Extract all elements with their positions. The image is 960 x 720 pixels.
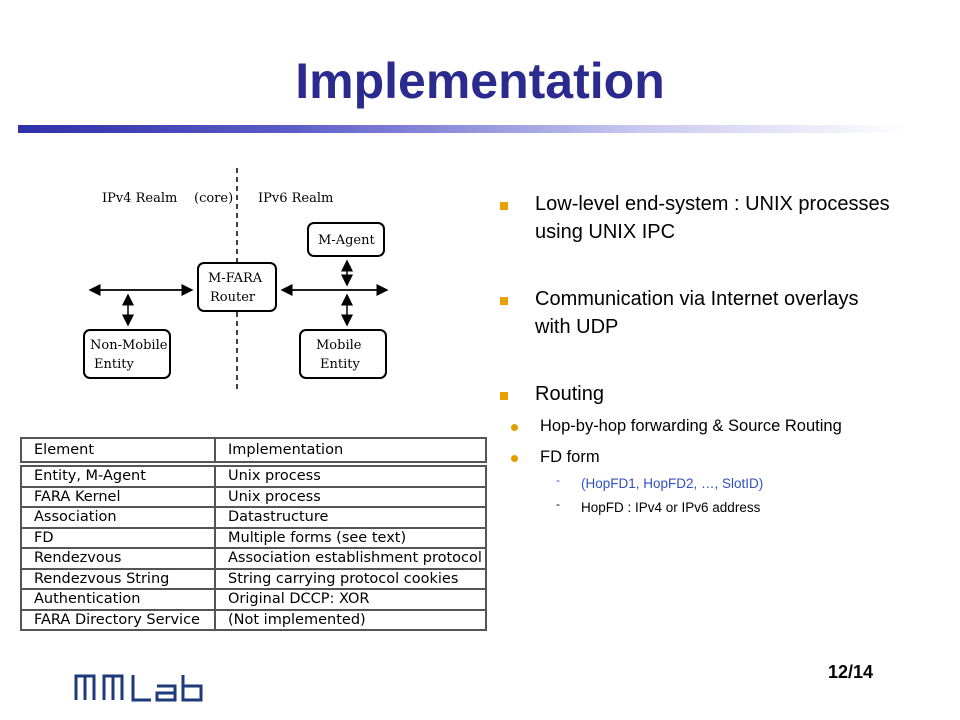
implementation-table: Element Implementation Entity, M-Agent U… (20, 437, 487, 631)
sub-bullet-item: FD form (461, 445, 898, 470)
page-number: 12/14 (828, 662, 874, 682)
sub-sub-bullet-text: (HopFD1, HopFD2, …, SlotID) (581, 476, 764, 491)
table-cell: Unix process (214, 486, 486, 508)
table-cell: Entity, M-Agent (21, 464, 215, 488)
bullet-item: Low-level end-system : UNIX processes us… (498, 190, 898, 246)
square-bullet-icon (500, 297, 508, 305)
table-cell: FARA Kernel (21, 486, 215, 508)
bullet-item: Routing (498, 380, 898, 408)
dot-bullet-icon (511, 455, 518, 462)
bullet-text: Communication via Internet overlays with… (535, 288, 859, 338)
sub-sub-bullet-text: HopFD : IPv4 or IPv6 address (581, 500, 761, 515)
table-cell: String carrying protocol cookies (214, 568, 486, 590)
mobile-label-2: Entity (320, 357, 360, 372)
table-row: Association Datastructure (21, 507, 486, 529)
table-row: Rendezvous Association establishment pro… (21, 548, 486, 570)
bullet-list: Low-level end-system : UNIX processes us… (498, 190, 898, 518)
header-element: Element (21, 438, 215, 467)
m-agent-label: M-Agent (318, 233, 375, 248)
mobile-label-1: Mobile (316, 338, 362, 353)
table-cell: Unix process (214, 464, 486, 488)
table-row: FD Multiple forms (see text) (21, 527, 486, 549)
sub-bullet-text: Hop-by-hop forwarding & Source Routing (540, 417, 842, 435)
table-cell: Datastructure (214, 507, 486, 529)
sub-bullet-text: FD form (540, 448, 600, 466)
table-cell: Authentication (21, 589, 215, 611)
square-bullet-icon (500, 202, 508, 210)
network-diagram: IPv4 Realm (core) IPv6 Realm M-Agent M-F… (83, 168, 389, 390)
mmlab-logo (74, 674, 203, 702)
table-cell: (Not implemented) (214, 609, 486, 631)
table-cell: Rendezvous String (21, 568, 215, 590)
table-cell: Rendezvous (21, 548, 215, 570)
sub-sub-bullet-item: - HopFD : IPv4 or IPv6 address (461, 497, 898, 518)
dot-bullet-icon (511, 424, 518, 431)
table-row: FARA Directory Service (Not implemented) (21, 609, 486, 631)
bullet-text: Low-level end-system : UNIX processes us… (535, 193, 890, 243)
router-box (197, 262, 277, 312)
m-agent-box (307, 222, 385, 257)
nonmobile-label-2: Entity (94, 357, 134, 372)
router-label-1: M-FARA (208, 271, 263, 286)
core-label: (core) (194, 191, 233, 206)
router-label-2: Router (210, 290, 256, 305)
table-header-row: Element Implementation (21, 438, 486, 467)
ipv4-realm-label: IPv4 Realm (102, 191, 177, 206)
square-bullet-icon (500, 392, 508, 400)
header-implementation: Implementation (214, 438, 486, 467)
dash-bullet-icon: - (556, 473, 560, 487)
table-cell: Original DCCP: XOR (214, 589, 486, 611)
ipv6-realm-label: IPv6 Realm (258, 191, 333, 206)
table-cell: Association establishment protocol (214, 548, 486, 570)
table-row: Rendezvous String String carrying protoc… (21, 568, 486, 590)
sub-sub-bullet-item: - (HopFD1, HopFD2, …, SlotID) (461, 473, 898, 494)
dash-bullet-icon: - (556, 497, 560, 511)
sub-bullet-item: Hop-by-hop forwarding & Source Routing (461, 414, 898, 439)
table-cell: Association (21, 507, 215, 529)
nonmobile-label-1: Non-Mobile (90, 338, 168, 353)
table-row: FARA Kernel Unix process (21, 486, 486, 508)
bullet-text: Routing (535, 383, 604, 405)
slide-title: Implementation (295, 53, 665, 109)
mobile-box (299, 329, 387, 379)
title-underline (18, 125, 910, 133)
table-cell: Multiple forms (see text) (214, 527, 486, 549)
table-row: Entity, M-Agent Unix process (21, 464, 486, 488)
nonmobile-box (83, 329, 171, 379)
table-cell: FD (21, 527, 215, 549)
table-cell: FARA Directory Service (21, 609, 215, 631)
bullet-item: Communication via Internet overlays with… (498, 285, 898, 341)
table-row: Authentication Original DCCP: XOR (21, 589, 486, 611)
